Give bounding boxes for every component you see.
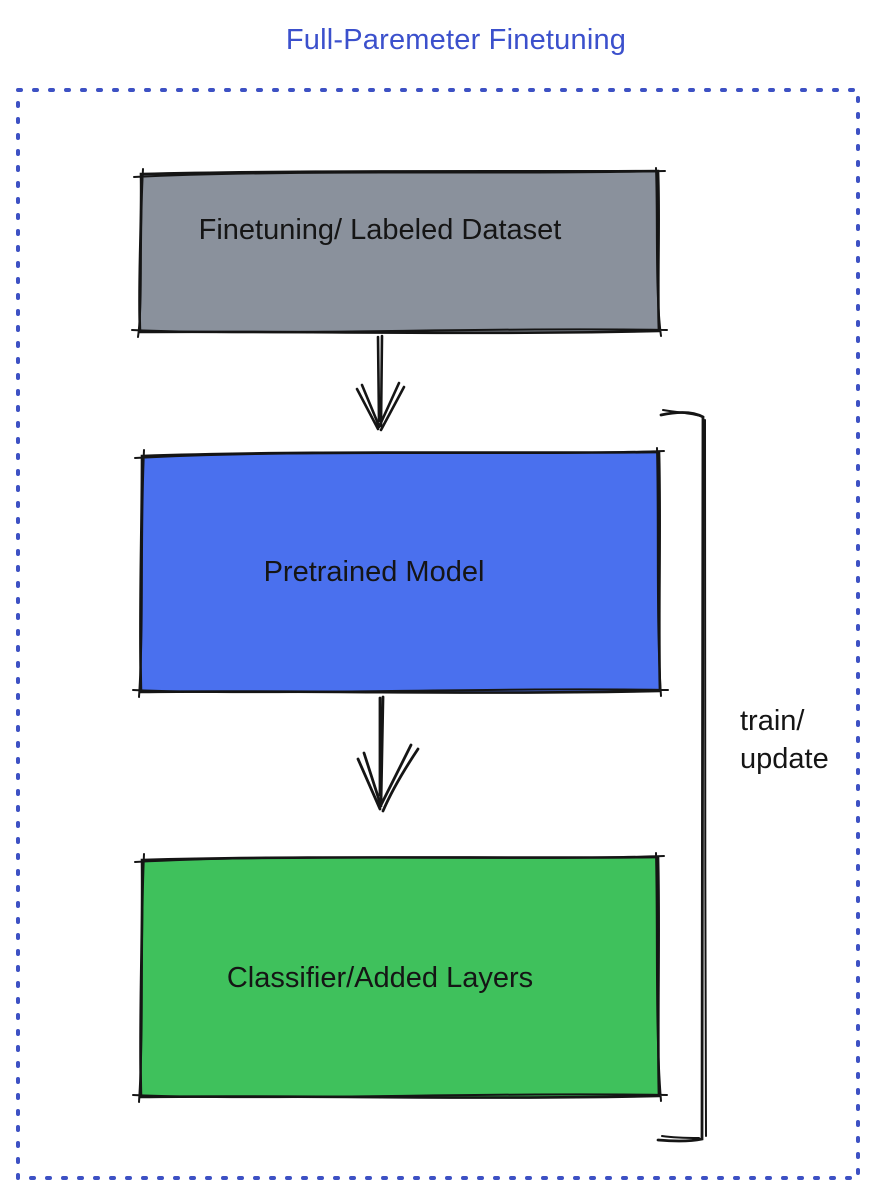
- train-update-label-line1: train/: [740, 705, 805, 737]
- arrow-pretrained-to-classifier-icon: [356, 695, 420, 813]
- train-update-label: train/ update: [740, 702, 829, 778]
- finetuning-dataset-box: [131, 167, 668, 338]
- classifier-added-layers-box: [132, 852, 668, 1103]
- train-update-label-line2: update: [740, 743, 829, 775]
- arrow-dataset-to-pretrained-icon: [355, 334, 406, 432]
- pretrained-model-box: [132, 447, 669, 698]
- train-update-bracket: [656, 409, 707, 1143]
- dashed-border: [16, 88, 860, 1180]
- diagram-title: Full-Paremeter Finetuning: [285, 24, 627, 56]
